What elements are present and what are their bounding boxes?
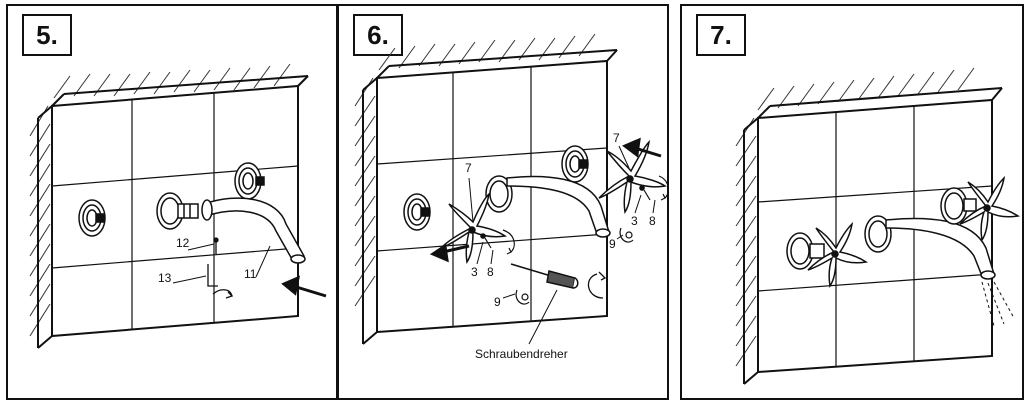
part-label-3-left: 3 (471, 265, 478, 279)
wall-hatching (29, 63, 291, 337)
step-6-illustration: 7 3 8 9 7 3 8 9 (354, 33, 667, 361)
valve-middle (485, 175, 513, 213)
valve-left (786, 232, 825, 270)
tile-wall (37, 75, 309, 349)
part-label-7-left: 7 (465, 161, 472, 175)
spout (201, 197, 306, 264)
step-6-panel: 6. (337, 4, 669, 400)
part-label-8-right: 8 (649, 214, 656, 228)
valve-right (561, 145, 589, 183)
water-stream (981, 281, 1015, 327)
cross-handle-right (959, 175, 1020, 242)
tile-grid (757, 106, 993, 366)
part-label-9-right: 9 (609, 237, 616, 251)
valve-right (940, 187, 977, 225)
step-number: 7. (696, 14, 746, 56)
part-label-7-right: 7 (613, 131, 620, 145)
part-label-8-left: 8 (487, 265, 494, 279)
spout (885, 217, 996, 280)
wall-hatching (735, 67, 975, 367)
step-5-panel: 5. (6, 4, 338, 400)
insert-arrow (281, 275, 327, 298)
step-7-illustration (735, 67, 1020, 385)
tool-leader (528, 289, 558, 345)
step-5-illustration: 12 13 11 (29, 63, 327, 349)
screw-part (207, 237, 234, 299)
step-number: 5. (22, 14, 72, 56)
step-7-panel: 7. (680, 4, 1024, 400)
part-label-12: 12 (176, 236, 190, 250)
arrow-left (429, 243, 470, 263)
part-label-13: 13 (158, 271, 172, 285)
part-label-11: 11 (244, 267, 257, 281)
screw-left (480, 229, 530, 305)
cross-handle-left (440, 191, 507, 264)
clip-part (587, 271, 607, 299)
cross-handle-left (807, 221, 868, 288)
cross-handle-right (598, 139, 667, 214)
spout (506, 175, 611, 238)
screw-right (619, 175, 667, 243)
screwdriver-icon (510, 263, 579, 289)
step-number: 6. (353, 14, 403, 56)
part-label-9-left: 9 (494, 295, 501, 309)
valve-middle (156, 192, 199, 230)
arrow-right (622, 137, 662, 158)
tool-label: Schraubendreher (475, 347, 568, 361)
part-label-3-right: 3 (631, 214, 638, 228)
valve-left (403, 193, 431, 231)
valve-right (234, 162, 265, 200)
valve-left (78, 199, 106, 237)
tile-wall (362, 49, 618, 345)
tile-wall (743, 87, 1003, 385)
valve-middle (864, 215, 892, 253)
